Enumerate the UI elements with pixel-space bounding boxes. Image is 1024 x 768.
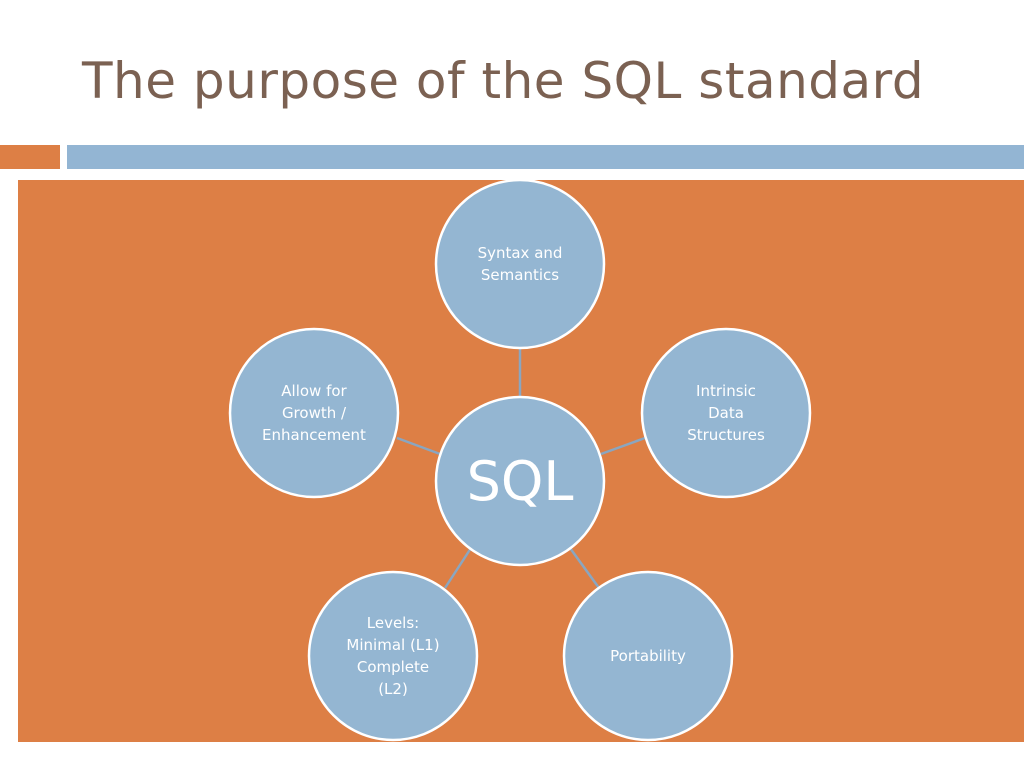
node-intrinsic-circle <box>640 327 812 499</box>
node-portability-label: Portability <box>610 647 686 665</box>
node-syntax-label: Syntax and Semantics <box>477 244 563 284</box>
node-syntax-circle <box>434 178 606 350</box>
node-center-label: SQL <box>466 449 574 513</box>
node-center-circle <box>434 395 606 567</box>
node-intrinsic-label: Intrinsic Data Structures <box>687 382 765 444</box>
node-growth-label: Allow for Growth / Enhancement <box>262 382 366 444</box>
connector-levels <box>443 547 473 589</box>
node-growth-circle <box>228 327 400 499</box>
accent-bar-blue <box>67 145 1024 169</box>
node-levels-label: Levels: Minimal (L1) Complete (L2) <box>346 614 440 698</box>
connector-growth <box>396 436 441 456</box>
node-portability-circle <box>562 570 734 742</box>
connector-portability <box>568 547 601 589</box>
node-levels-circle <box>307 570 479 742</box>
slide-title: The purpose of the SQL standard <box>82 52 925 110</box>
connector-intrinsic <box>600 436 646 456</box>
accent-bar-orange <box>0 145 60 169</box>
